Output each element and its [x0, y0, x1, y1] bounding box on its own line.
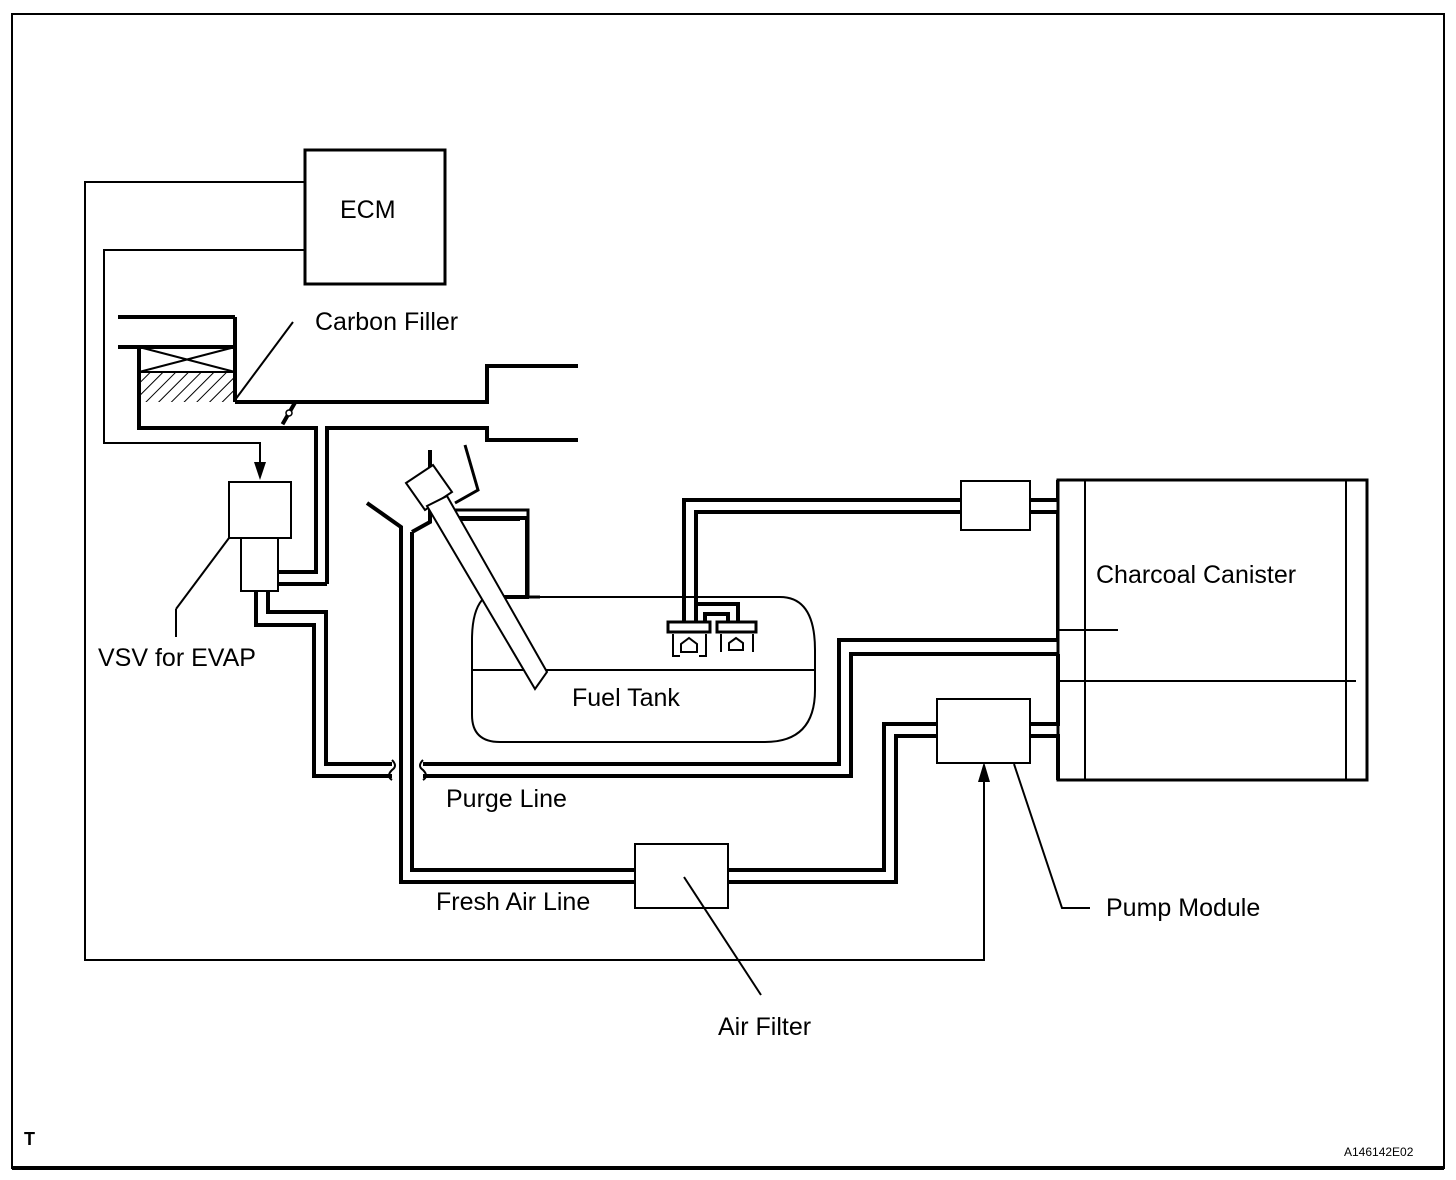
vsv-for-evap: VSV for EVAP	[98, 481, 292, 672]
throttle-valve-icon	[280, 400, 298, 426]
carbon-filler: Carbon Filler	[118, 308, 458, 402]
air-filter-label: Air Filter	[718, 1013, 811, 1041]
figure-code: A146142E02	[1344, 1145, 1414, 1159]
air-filter-leader	[683, 876, 762, 996]
vsv-signal-arrow-icon	[254, 462, 266, 480]
pump-module-leader	[1013, 763, 1090, 909]
fuel-filler-neck	[404, 444, 549, 691]
vsv-leader	[175, 537, 230, 610]
carbon-filler-leader	[234, 321, 294, 401]
purge-line: Purge Line	[254, 591, 1058, 813]
ecm-module: ECM	[303, 148, 447, 286]
pump-signal-arrow-icon	[978, 762, 990, 782]
purge-line-label: Purge Line	[446, 785, 567, 813]
pump-module: Pump Module	[936, 654, 1260, 922]
ecm-label: ECM	[340, 196, 396, 224]
fresh-air-line-label: Fresh Air Line	[436, 888, 590, 916]
carbon-filler-label: Carbon Filler	[315, 308, 458, 336]
canister-inlet-valve	[960, 480, 1060, 640]
pump-module-label: Pump Module	[1106, 894, 1260, 922]
air-filter: Air Filter	[634, 843, 811, 1041]
charcoal-canister-label: Charcoal Canister	[1096, 561, 1296, 589]
tank-vent-valves	[666, 498, 961, 657]
vsv-label: VSV for EVAP	[98, 644, 256, 672]
corner-mark: T	[24, 1129, 35, 1149]
intake-pipe	[137, 347, 578, 586]
charcoal-canister: Charcoal Canister	[1056, 478, 1369, 782]
ecm-wiring	[84, 181, 990, 961]
fuel-tank-label: Fuel Tank	[572, 684, 680, 712]
